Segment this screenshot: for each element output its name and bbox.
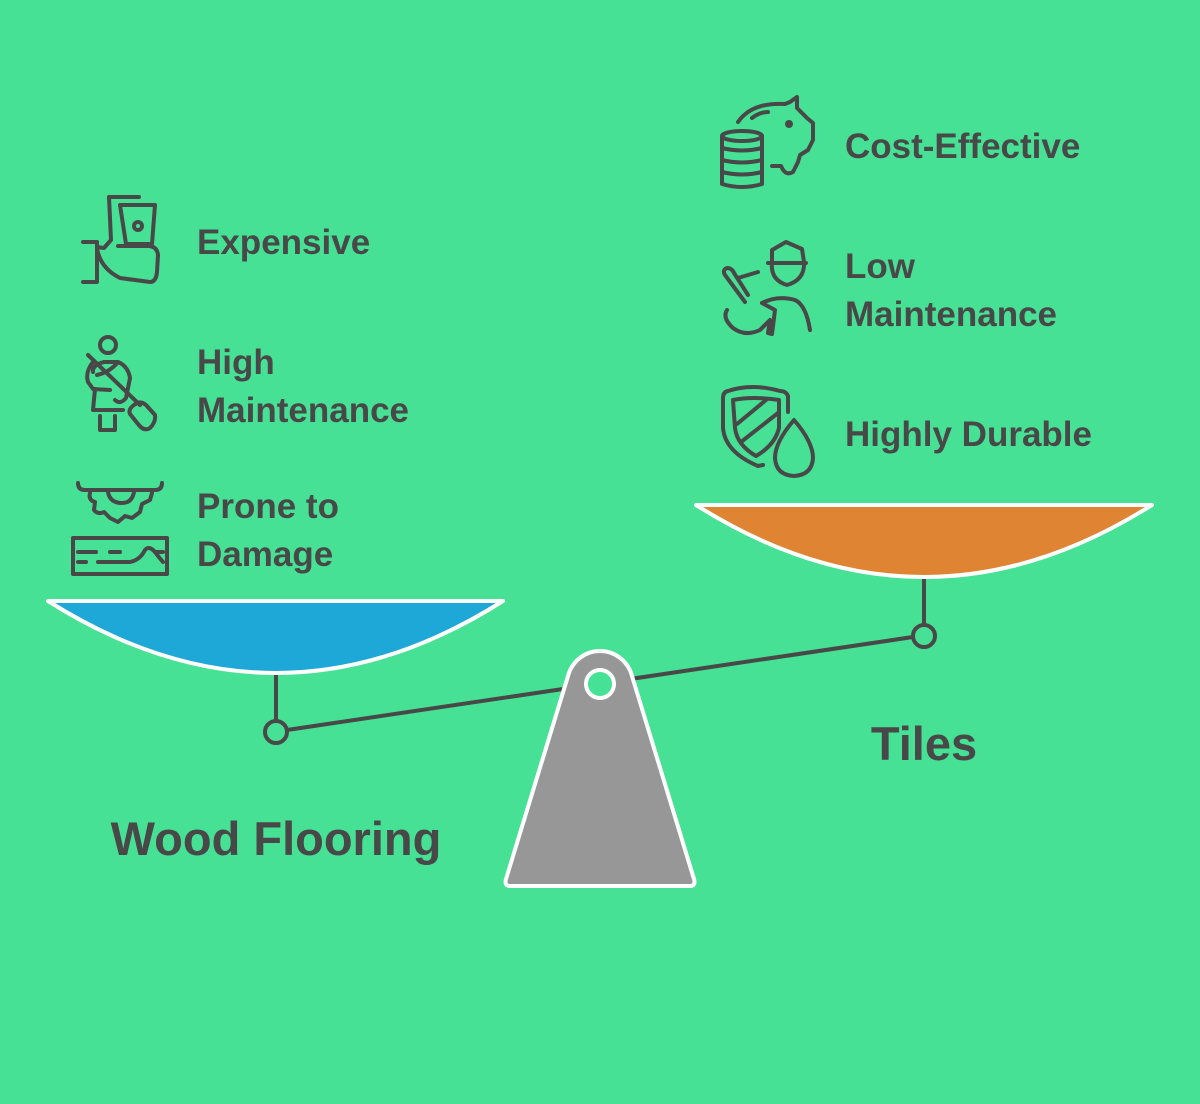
left-item-prone-damage-1: Prone to (197, 487, 339, 526)
fulcrum-hole (584, 668, 616, 700)
left-pivot (263, 719, 289, 745)
shield-water-drop-icon (721, 385, 815, 478)
right-item-highly-durable: Highly Durable (845, 415, 1092, 454)
left-item-expensive: Expensive (197, 223, 370, 262)
right-title: Tiles (871, 717, 977, 770)
worker-thumbs-up-icon (721, 240, 812, 336)
left-title: Wood Flooring (111, 812, 442, 865)
cleaner-broom-icon (85, 335, 158, 432)
left-item-high-maintenance-1: High (197, 343, 275, 382)
right-pivot (911, 623, 937, 649)
left-item-prone-damage-2: Damage (197, 535, 333, 574)
left-item-high-maintenance-2: Maintenance (197, 391, 409, 430)
left-pan (46, 599, 505, 675)
damaged-wood-icon (71, 481, 169, 576)
fulcrum (503, 649, 697, 888)
right-item-low-maintenance-1: Low (845, 247, 916, 286)
money-hand-icon (81, 195, 160, 284)
right-item-low-maintenance-2: Maintenance (845, 295, 1057, 334)
right-item-cost-effective: Cost-Effective (845, 127, 1080, 166)
piggy-bank-coins-icon (720, 95, 815, 189)
right-pan (694, 503, 1154, 579)
